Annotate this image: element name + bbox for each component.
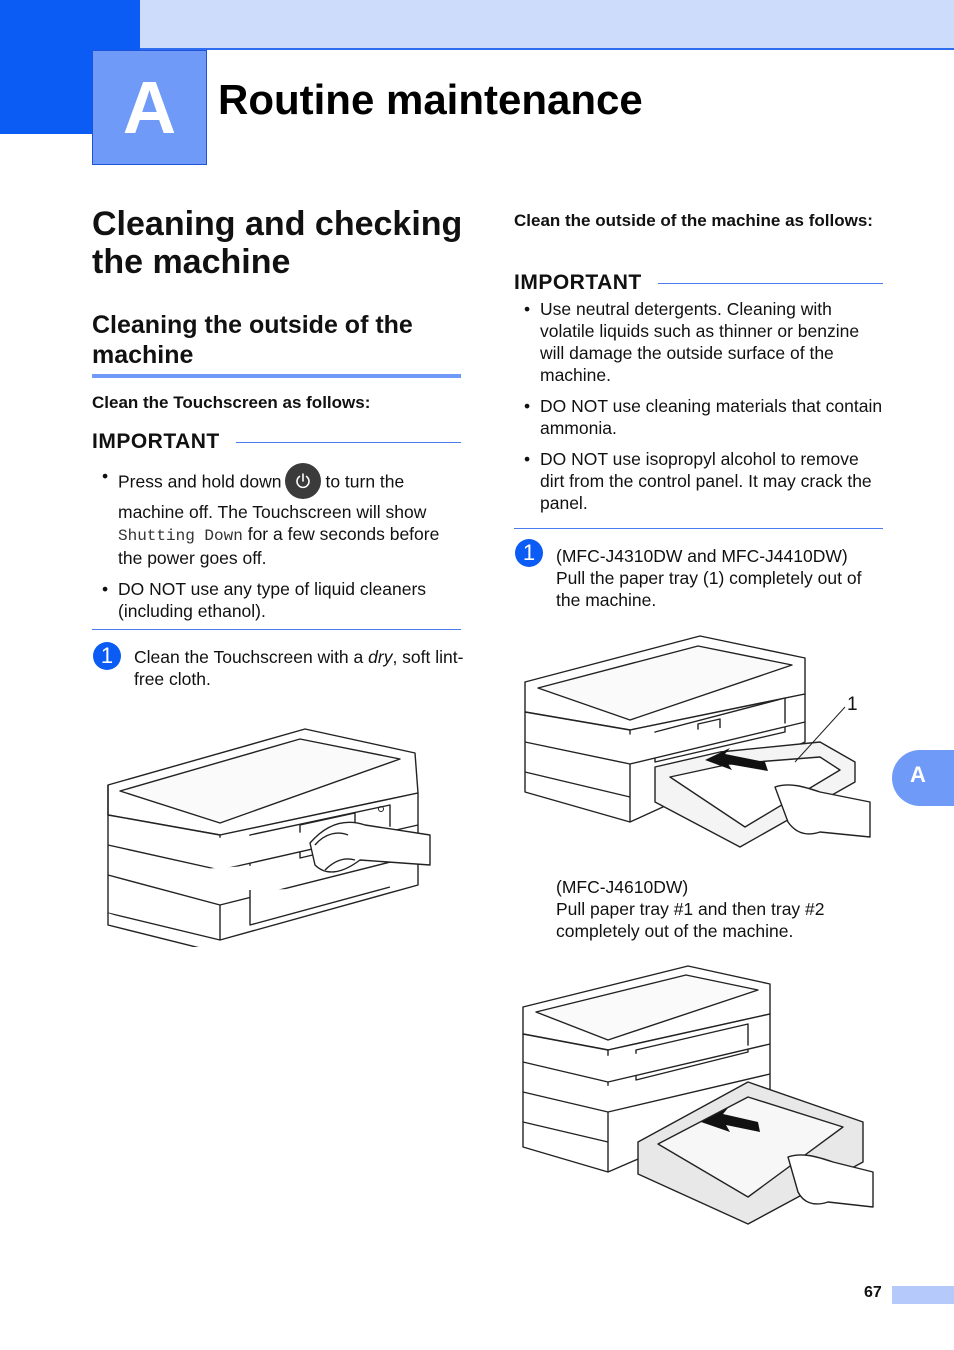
important-heading-right: IMPORTANT bbox=[514, 271, 883, 295]
display-message: Shutting Down bbox=[118, 527, 243, 545]
important-rule bbox=[657, 282, 883, 284]
important-label: IMPORTANT bbox=[92, 430, 220, 453]
important-end-rule bbox=[92, 629, 461, 630]
outside-instruction: Clean the outside of the machine as foll… bbox=[514, 211, 873, 230]
header-rule bbox=[140, 48, 954, 50]
paper-tray-illustration-2 bbox=[522, 965, 874, 1225]
paper-tray-illustration-1: 1 bbox=[524, 635, 871, 848]
step-text: Clean the Touchscreen with a dry, soft l… bbox=[134, 647, 464, 689]
important-heading-left: IMPORTANT bbox=[92, 430, 461, 454]
chapter-badge: A bbox=[92, 50, 207, 165]
page-number: 67 bbox=[864, 1284, 882, 1301]
important-label: IMPORTANT bbox=[514, 271, 642, 294]
model2-text: (MFC-J4610DW) Pull paper tray #1 and the… bbox=[556, 877, 825, 941]
chapter-letter: A bbox=[122, 65, 177, 149]
chapter-title: Routine maintenance bbox=[218, 76, 643, 123]
touchscreen-cleaning-illustration bbox=[107, 728, 431, 947]
subsection-title: Cleaning the outside of the machine bbox=[92, 311, 413, 369]
step-number: 1 bbox=[515, 539, 543, 567]
important-end-rule bbox=[514, 528, 883, 529]
power-icon bbox=[285, 463, 322, 499]
chapter-side-tab: A bbox=[892, 750, 954, 806]
list-item: DO NOT use cleaning materials that conta… bbox=[514, 395, 884, 439]
step-text: (MFC-J4310DW and MFC-J4410DW) Pull the p… bbox=[556, 546, 862, 610]
side-tab-letter: A bbox=[910, 762, 926, 787]
list-item: Use neutral detergents. Cleaning with vo… bbox=[514, 298, 884, 386]
header-band bbox=[0, 0, 954, 48]
step-number: 1 bbox=[93, 642, 121, 670]
important-rule bbox=[235, 441, 461, 443]
section-title: Cleaning and checking the machine bbox=[92, 205, 463, 281]
subsection-rule bbox=[92, 374, 461, 378]
list-item: DO NOT use any type of liquid cleaners (… bbox=[92, 578, 462, 622]
callout-label: 1 bbox=[847, 694, 858, 715]
list-item: DO NOT use isopropyl alcohol to remove d… bbox=[514, 448, 884, 514]
touchscreen-instruction: Clean the Touchscreen as follows: bbox=[92, 393, 371, 412]
footer-bar bbox=[892, 1286, 954, 1304]
important-list-right: Use neutral detergents. Cleaning with vo… bbox=[514, 298, 884, 523]
